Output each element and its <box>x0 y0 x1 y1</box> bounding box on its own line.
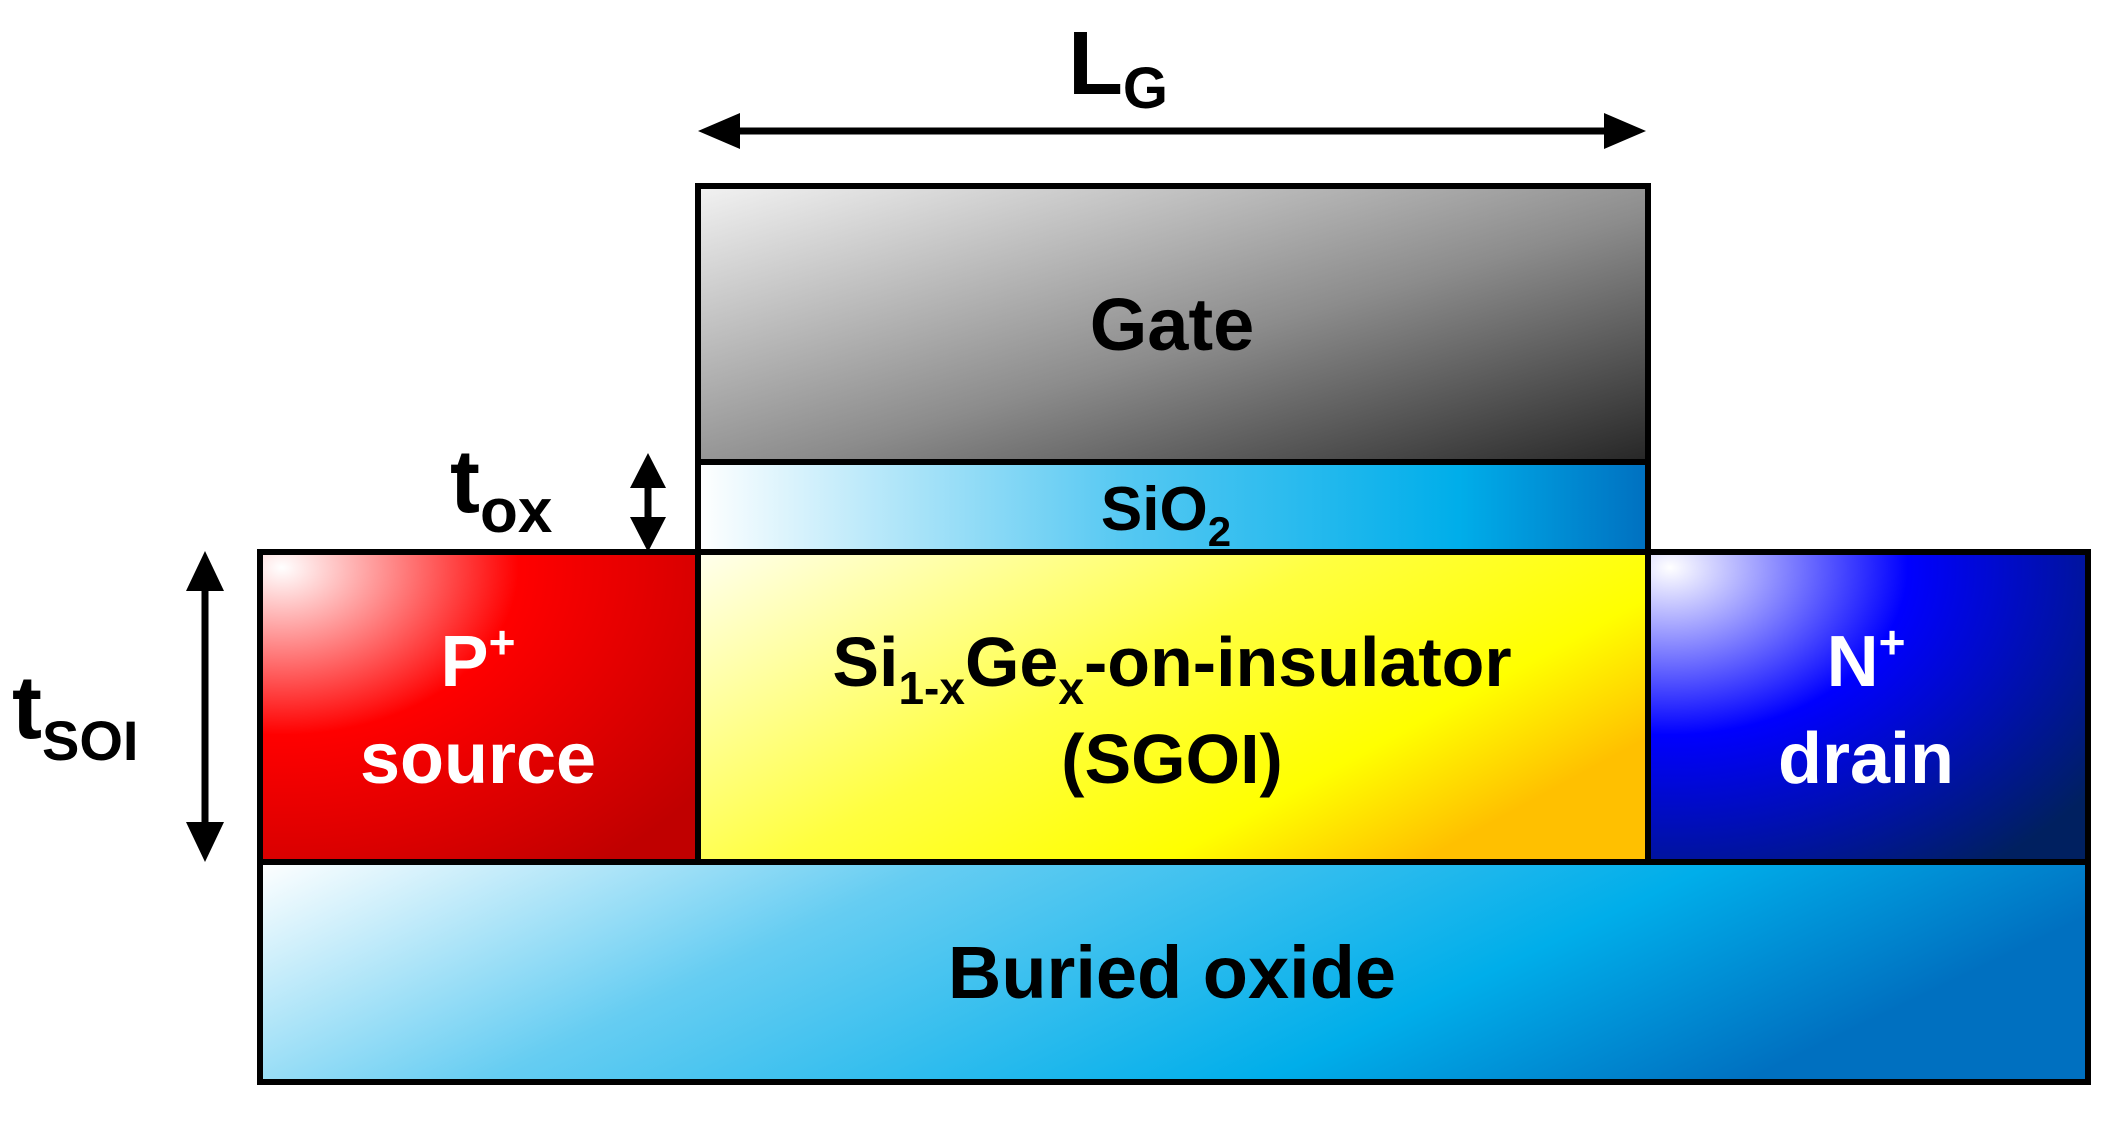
oxide-thickness-label: tox <box>450 432 553 546</box>
gate-region <box>695 183 1651 465</box>
oxide-thickness-arrow <box>630 453 666 552</box>
channel-material-label: Si1-xGex-on-insulator <box>832 623 1511 714</box>
channel-region <box>695 549 1651 865</box>
buried-oxide-layer <box>257 859 2091 1085</box>
gate-length-label: LG <box>1068 14 1168 121</box>
channel-acronym-label: (SGOI) <box>1061 720 1283 798</box>
source-region <box>257 549 701 865</box>
gate-oxide-layer <box>695 459 1651 555</box>
buried-oxide-label: Buried oxide <box>948 931 1396 1014</box>
gate-oxide-label: SiO2 <box>1101 475 1231 555</box>
drain-label: drain <box>1778 719 1954 799</box>
drain-region <box>1645 549 2091 865</box>
gate-length-arrow <box>698 113 1646 149</box>
gate-label: Gate <box>1090 283 1255 366</box>
source-type-label: P+ <box>441 616 516 702</box>
drain-type-label: N+ <box>1827 616 1906 702</box>
soi-thickness-arrow <box>186 551 224 862</box>
soi-thickness-label: tSOI <box>12 658 138 772</box>
source-label: source <box>360 719 596 799</box>
